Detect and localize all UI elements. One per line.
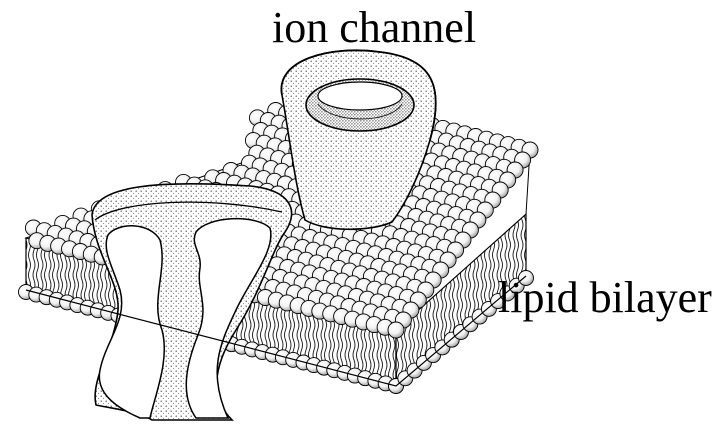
protein-left-cavity <box>99 226 164 418</box>
lipid-head <box>388 322 404 338</box>
lipid-bilayer-label: lipid bilayer <box>498 272 712 324</box>
ion-channel-label: ion channel <box>272 2 476 54</box>
